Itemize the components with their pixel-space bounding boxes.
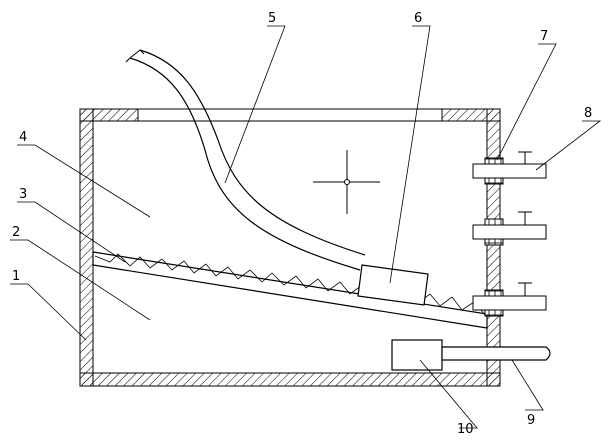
callout-10: 10 (457, 422, 474, 437)
clamp-2-collar (484, 218, 504, 226)
leader-5 (224, 25, 286, 184)
frame-right (486, 108, 501, 387)
center-crosshair (313, 150, 380, 214)
tube-end (125, 49, 145, 63)
leader-9 (511, 359, 544, 411)
inclined-plate (92, 251, 488, 329)
leader-3 (17, 201, 126, 263)
frame-bottom (79, 372, 501, 387)
callout-labels: 1 2 3 4 5 6 7 8 9 10 (12, 11, 592, 437)
leader-10 (419, 359, 478, 429)
top-opening (137, 108, 443, 122)
clamp-3-collar (484, 289, 504, 297)
clamp-2-plate (472, 224, 547, 240)
clamp-1-collar (484, 157, 504, 165)
callout-9: 9 (527, 413, 535, 428)
leader-1 (10, 283, 87, 341)
leader-4 (17, 144, 151, 218)
callout-5: 5 (268, 11, 276, 26)
clamp-fixtures (472, 151, 547, 317)
clamp-1-plate (472, 163, 547, 179)
tube-outer-edge (129, 57, 361, 271)
callout-6: 6 (414, 11, 422, 26)
motor-part-10 (391, 339, 443, 371)
callout-3: 3 (19, 187, 27, 202)
clamp-1-collar-lower (484, 177, 504, 185)
leader-8 (535, 120, 602, 171)
callout-8: 8 (584, 106, 592, 121)
block-part-6 (357, 264, 429, 306)
frame-left (79, 108, 94, 387)
inner-chamber (92, 120, 488, 374)
callout-7: 7 (540, 29, 548, 44)
tube-inner-edge (139, 49, 366, 256)
clamp-3-plate (472, 295, 547, 311)
clamp-3-collar-lower (484, 309, 504, 317)
callout-4: 4 (19, 130, 27, 145)
clamp-2-collar-lower (484, 238, 504, 246)
leader-7 (496, 43, 557, 161)
leader-6 (389, 25, 431, 284)
leader-lines (10, 25, 602, 429)
callout-1: 1 (12, 269, 20, 284)
callout-2: 2 (12, 225, 20, 240)
leader-2 (10, 239, 151, 321)
outlet-pipe-part-9 (441, 346, 551, 361)
